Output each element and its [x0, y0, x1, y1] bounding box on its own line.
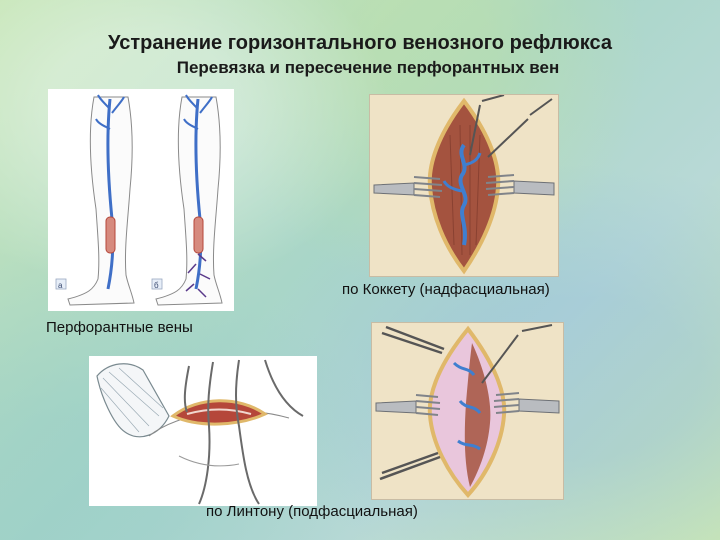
linton-vein-2	[458, 399, 482, 415]
linton-operation-illustration	[371, 322, 564, 500]
linton-vein-3	[457, 439, 481, 451]
cockett-operation-illustration	[369, 94, 559, 277]
cockett-vein	[458, 143, 468, 246]
right-leg-outline	[155, 96, 223, 306]
legs-illustration: a б	[48, 89, 234, 311]
linton-vein-1	[452, 361, 476, 376]
slide-title: Устранение горизонтального венозного реф…	[108, 32, 612, 54]
right-retractor	[518, 398, 560, 414]
left-retractor	[373, 182, 415, 196]
right-leg-label: б	[154, 281, 159, 290]
left-leg-label: a	[58, 281, 63, 290]
right-retractor	[513, 180, 555, 196]
foot-perforants-illustration	[89, 356, 317, 506]
perforant-veins-caption: Перфорантные вены	[46, 319, 193, 336]
foot-outline	[96, 363, 170, 438]
slide-subtitle: Перевязка и пересечение перфорантных вен	[176, 58, 560, 77]
cockett-incision	[427, 97, 501, 275]
foot-incision	[170, 399, 269, 426]
linton-caption: по Линтону (подфасциальная)	[206, 503, 418, 520]
cockett-caption: по Коккету (надфасциальная)	[342, 281, 550, 298]
left-retractor	[375, 400, 417, 414]
left-leg-outline	[67, 96, 135, 306]
